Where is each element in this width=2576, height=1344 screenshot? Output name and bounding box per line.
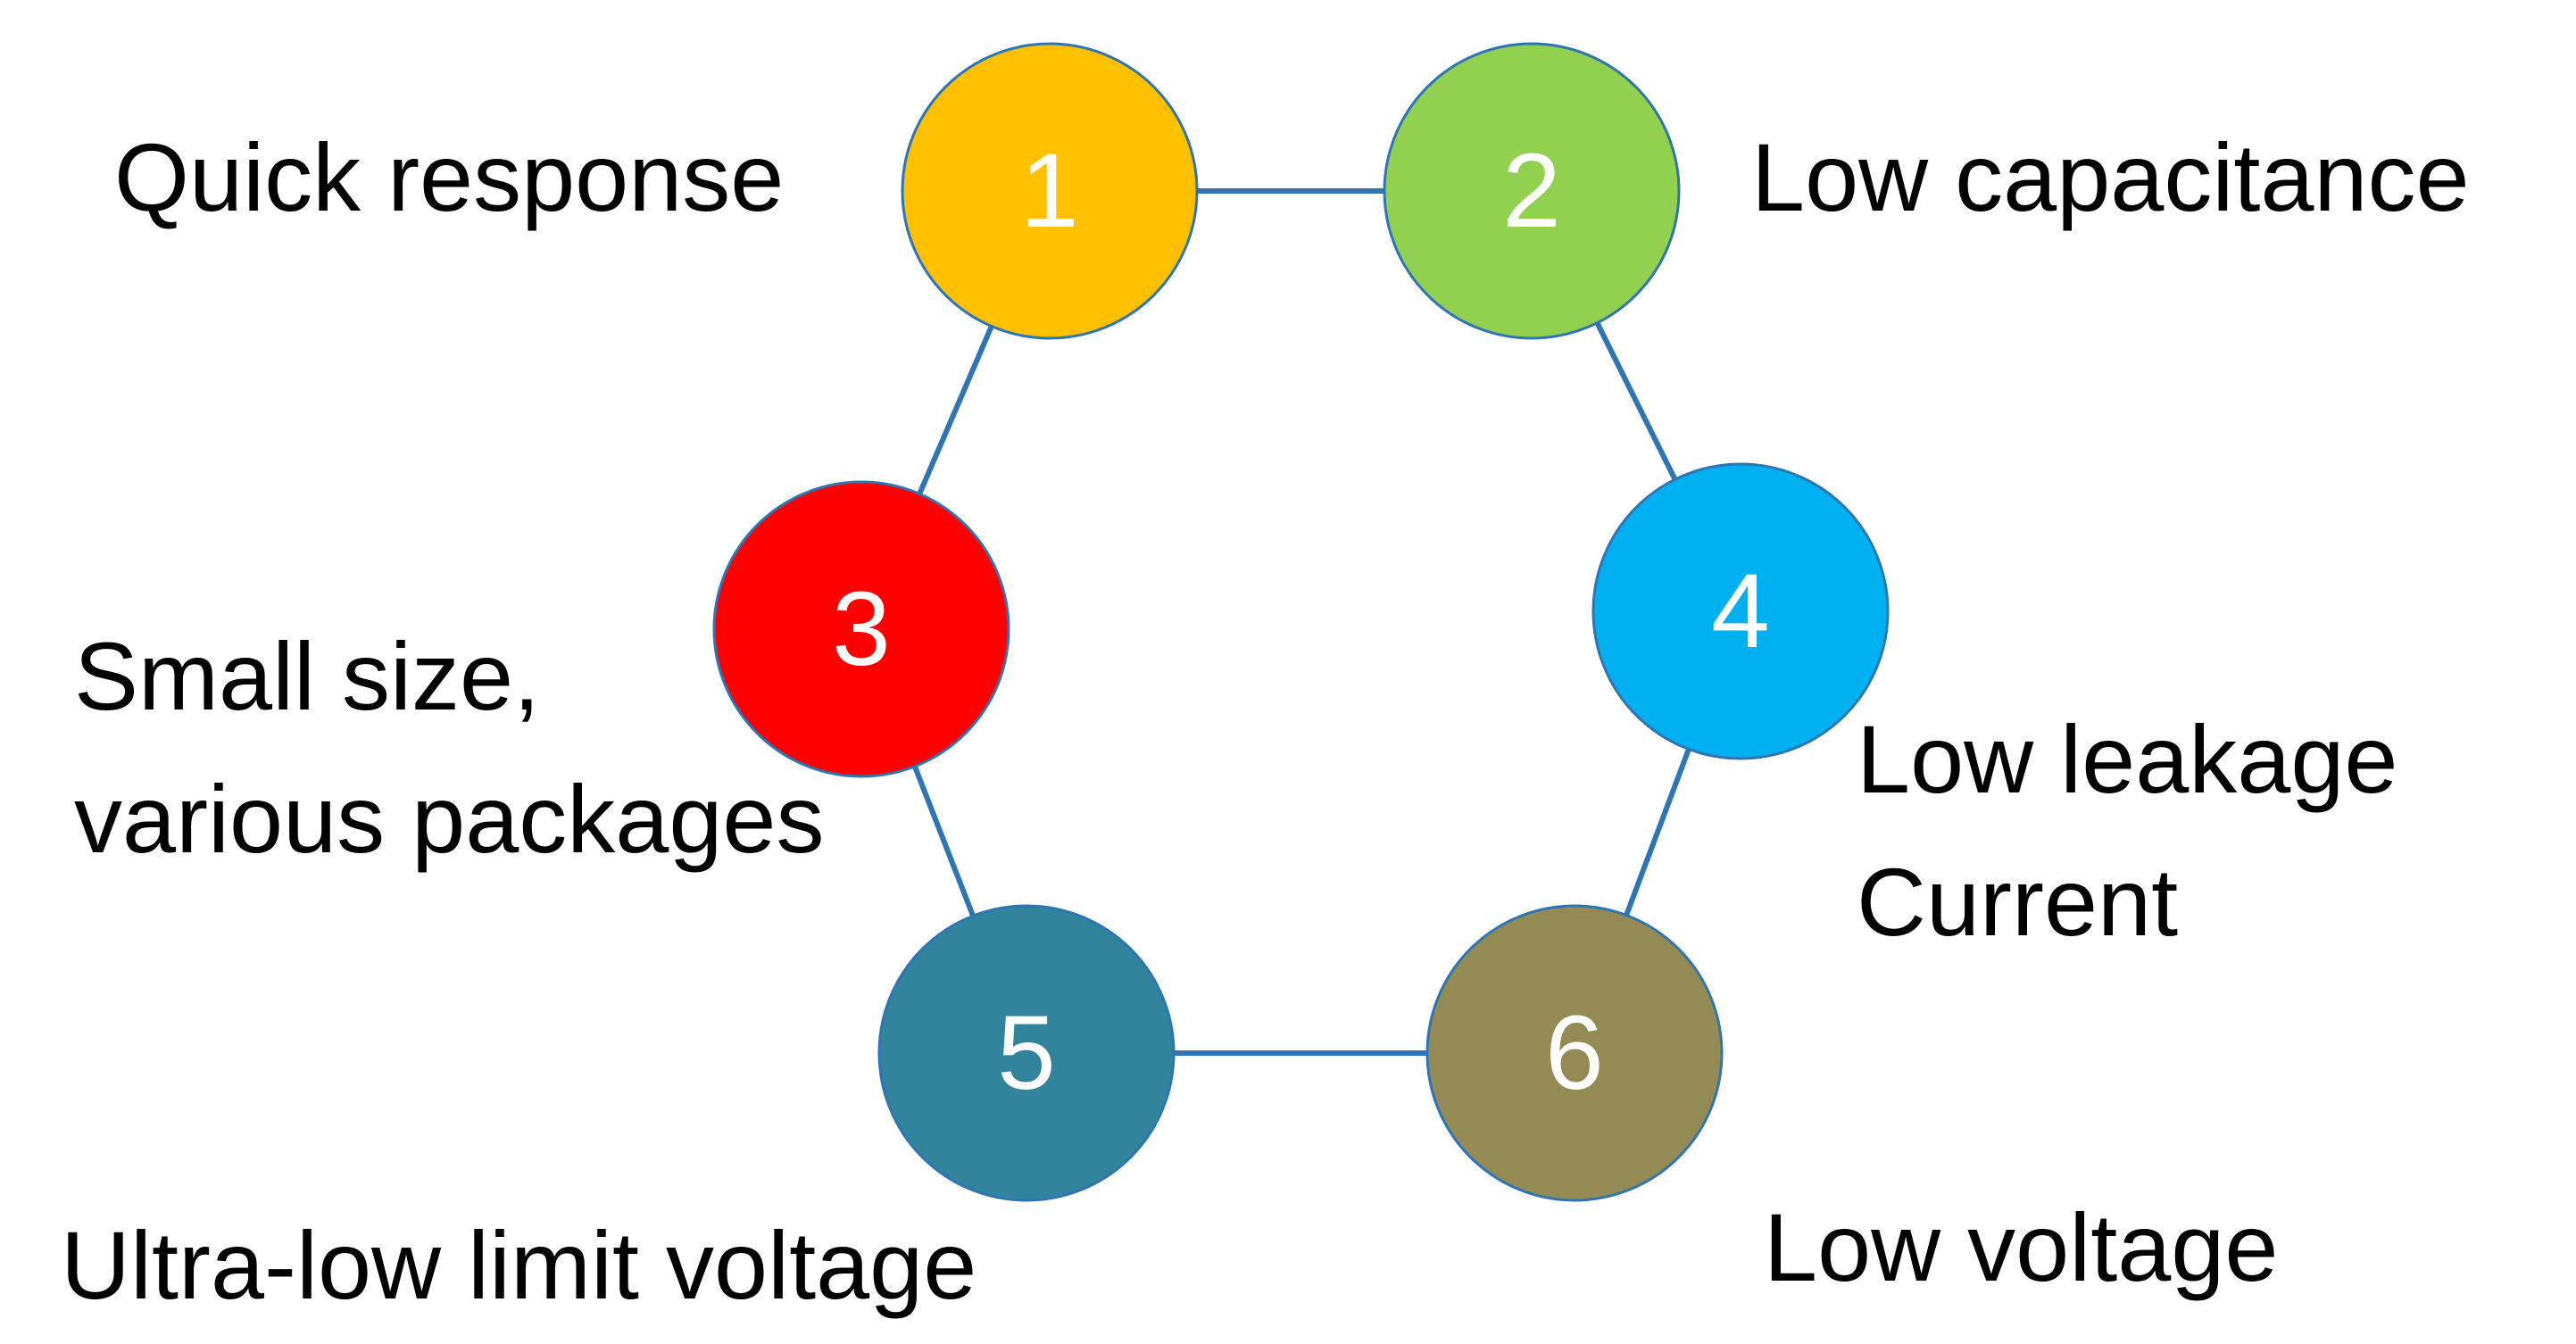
feature-label-line: Current	[1857, 848, 2178, 956]
feature-label-line: Ultra-low limit voltage	[61, 1211, 976, 1319]
node-number-6: 6	[1545, 994, 1604, 1112]
feature-nodes: 1 2 3 4 5 6	[712, 42, 1890, 1202]
feature-label-2: Low capacitance	[1751, 123, 2470, 231]
node-number-2: 2	[1502, 132, 1561, 250]
feature-label-line: Small size,	[74, 622, 540, 730]
feature-node-4: 4	[1591, 462, 1890, 760]
node-number-3: 3	[832, 570, 891, 688]
feature-label-line: Low voltage	[1764, 1193, 2278, 1301]
feature-node-3: 3	[712, 480, 1010, 778]
feature-label-line: Low capacitance	[1751, 123, 2470, 231]
node-circle-6	[1425, 904, 1724, 1202]
node-number-5: 5	[997, 994, 1056, 1112]
node-circle-1	[901, 42, 1199, 340]
connector-line-2-4	[1594, 321, 1678, 481]
feature-node-6: 6	[1425, 904, 1724, 1202]
node-circle-4	[1591, 462, 1890, 760]
node-circle-5	[877, 904, 1176, 1202]
node-circle-2	[1383, 42, 1681, 340]
feature-node-2: 2	[1383, 42, 1681, 340]
feature-label-1: Quick response	[114, 123, 784, 231]
feature-label-3: Small size, various packages	[74, 622, 824, 873]
node-number-4: 4	[1711, 552, 1770, 670]
node-circle-3	[712, 480, 1010, 778]
feature-label-line: Quick response	[114, 123, 784, 231]
feature-label-5: Ultra-low limit voltage	[61, 1211, 976, 1319]
feature-label-line: various packages	[74, 765, 824, 873]
feature-node-5: 5	[877, 904, 1176, 1202]
node-number-1: 1	[1020, 132, 1079, 250]
feature-label-6: Low voltage	[1764, 1193, 2278, 1301]
feature-node-1: 1	[901, 42, 1199, 340]
connector-line-1-3	[917, 325, 994, 495]
connector-line-3-5	[912, 765, 976, 917]
connector-lines	[912, 188, 1691, 1056]
feature-label-line: Low leakage	[1857, 705, 2397, 813]
connector-line-4-6	[1624, 748, 1691, 917]
